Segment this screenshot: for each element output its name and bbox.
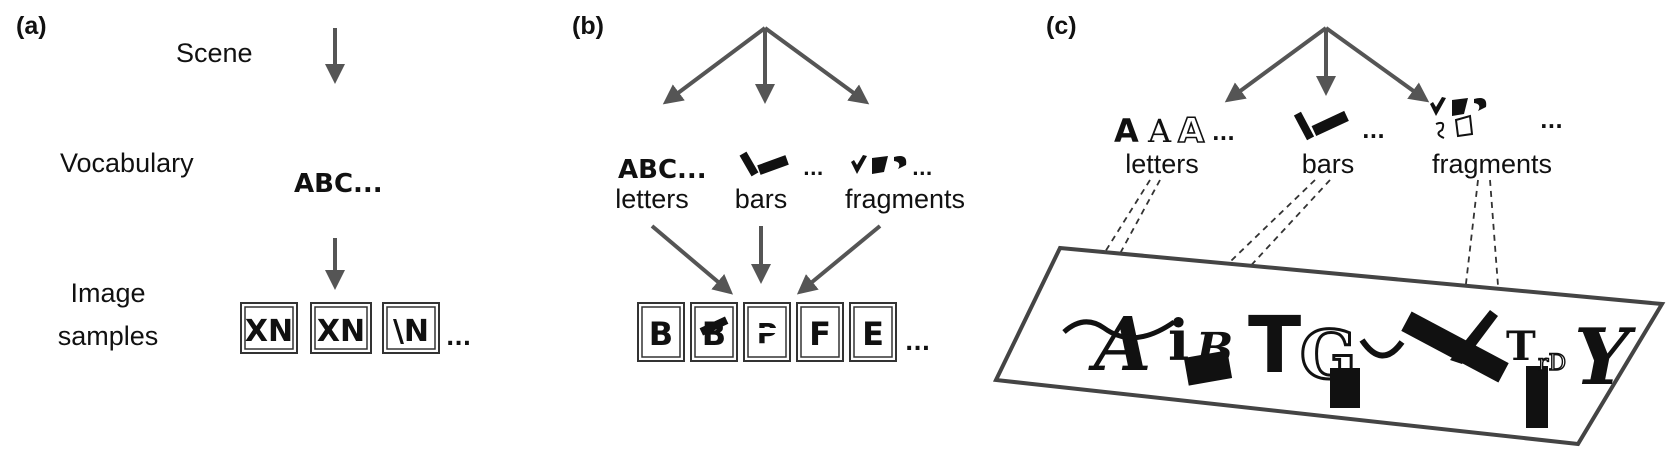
fragments-to-samples-arrow <box>796 224 882 295</box>
root-to-letters-arrow <box>662 26 767 105</box>
svg-text:...: ... <box>912 159 933 180</box>
sample-box: B <box>637 302 685 362</box>
image-samples-label-line2: samples <box>58 321 159 351</box>
svg-text:A: A <box>1178 111 1205 151</box>
root-to-fragments-arrow <box>1324 26 1430 103</box>
sample-glyph: E <box>862 315 884 353</box>
sample-box: E <box>849 302 897 362</box>
panel-a-tag: (a) <box>16 12 47 40</box>
scene-fragment-text: rD <box>1538 351 1566 376</box>
panel-a: (a) Scene Vocabulary Image samples ABC..… <box>16 12 471 354</box>
fragments-label: fragments <box>1432 149 1552 179</box>
sample-box: B <box>690 302 738 362</box>
svg-text:...: ... <box>1362 119 1385 143</box>
svg-text:A: A <box>1114 112 1139 150</box>
svg-text:...: ... <box>803 159 824 180</box>
bar-glyphs: ... <box>1293 110 1385 143</box>
bars-label: bars <box>1302 149 1355 179</box>
scene-frame <box>992 245 1666 447</box>
scene-bar <box>1183 350 1233 386</box>
root-to-letters-arrow <box>1224 26 1328 103</box>
sample-box: \N <box>382 302 440 354</box>
scene-label: Scene <box>176 38 253 68</box>
sample-box: P <box>743 302 791 362</box>
scene-fragment <box>1450 310 1498 364</box>
scene-stroke <box>1359 338 1405 359</box>
svg-text:...: ... <box>1540 109 1563 133</box>
sample-glyph: XN <box>245 314 293 349</box>
sample-glyph: \N <box>393 314 429 349</box>
panel-b-tag: (b) <box>572 12 604 40</box>
scene-content: A i B T G T rD Y <box>1062 301 1636 428</box>
sample-glyph: B <box>649 315 673 353</box>
samples-ellipsis: ... <box>905 331 930 356</box>
sample-box: XN <box>310 302 372 354</box>
scene-stroke <box>1062 319 1176 341</box>
image-samples-label-line1: Image <box>70 278 145 308</box>
sample-glyph: F <box>809 315 831 353</box>
scene-bar <box>1526 366 1548 428</box>
sample-box: XN <box>240 302 298 354</box>
panel-b: (b) ABC... ... ... letters bars fragment… <box>572 12 965 362</box>
vocabulary-label: Vocabulary <box>60 148 194 178</box>
letters-to-samples-arrow <box>650 224 734 295</box>
sample-glyph: XN <box>317 314 365 349</box>
scene-letter-a: A <box>1088 302 1151 388</box>
scene-letter-t-small: T <box>1506 323 1536 370</box>
sample-box: F <box>796 302 844 362</box>
letter-glyphs: A A A ... <box>1114 110 1235 152</box>
svg-text:A: A <box>1147 112 1172 150</box>
scene-letter-t: T <box>1248 301 1301 391</box>
sample-glyph: P <box>757 317 778 350</box>
letters-label: letters <box>1125 149 1199 179</box>
scene-bar <box>1330 368 1360 408</box>
scene-bar <box>1401 311 1509 383</box>
fragment-glyphs: ... <box>1430 97 1563 139</box>
svg-text:...: ... <box>1212 121 1235 145</box>
panel-c-tag: (c) <box>1046 12 1077 40</box>
fragments-label: fragments <box>845 184 965 214</box>
panel-c: (c) A A A ... ... ... letters bars fragm… <box>992 12 1666 447</box>
letters-label: letters <box>615 184 689 214</box>
letter-glyphs: ABC... <box>618 155 707 185</box>
root-to-fragments-arrow <box>763 26 870 105</box>
bars-label: bars <box>735 184 788 214</box>
scene-letter-y: Y <box>1574 312 1636 403</box>
bar-glyphs: ... <box>739 151 824 180</box>
samples-ellipsis: ... <box>446 326 471 351</box>
scene-letter-i: i <box>1168 308 1189 374</box>
fragment-glyphs: ... <box>851 155 933 180</box>
vocab-glyphs: ABC... <box>294 169 383 199</box>
